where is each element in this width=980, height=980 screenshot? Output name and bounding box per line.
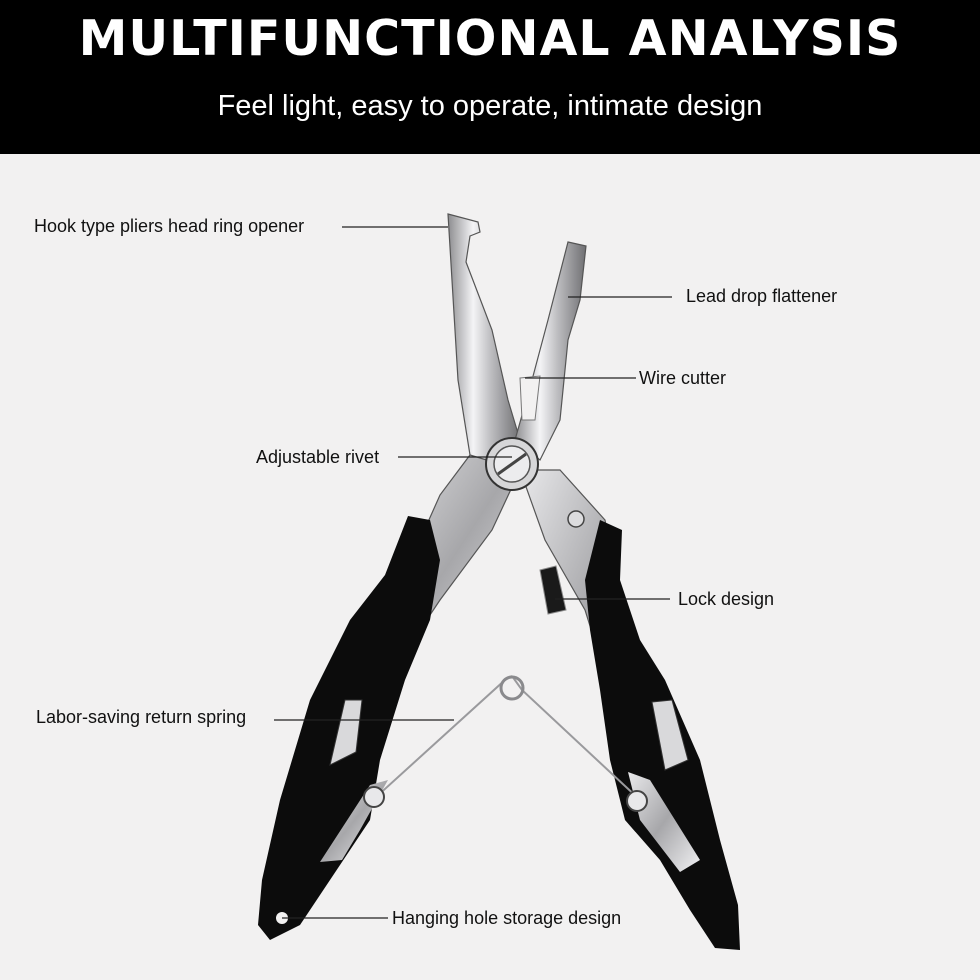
adjustable-rivet-graphic xyxy=(485,437,539,491)
lock-latch xyxy=(539,565,567,615)
page-title: MULTIFUNCTIONAL ANALYSIS xyxy=(78,10,902,67)
callout-lock-design: Lock design xyxy=(678,589,775,609)
product-stage xyxy=(0,154,980,980)
return-spring-graphic xyxy=(363,675,648,812)
callout-lead-flattener: Lead drop flattener xyxy=(686,286,838,306)
left-jaw xyxy=(447,213,521,471)
header-banner: MULTIFUNCTIONAL ANALYSIS Feel light, eas… xyxy=(0,0,980,154)
callout-adjustable-rivet: Adjustable rivet xyxy=(256,447,380,467)
callout-return-spring: Labor-saving return spring xyxy=(36,707,247,727)
callout-hook-opener: Hook type pliers head ring opener xyxy=(34,216,305,236)
callout-wire-cutter: Wire cutter xyxy=(639,368,727,388)
right-jaw xyxy=(514,241,587,461)
page-subtitle: Feel light, easy to operate, intimate de… xyxy=(217,90,763,122)
callout-lines xyxy=(274,226,672,919)
callout-hanging-hole: Hanging hole storage design xyxy=(392,908,622,928)
